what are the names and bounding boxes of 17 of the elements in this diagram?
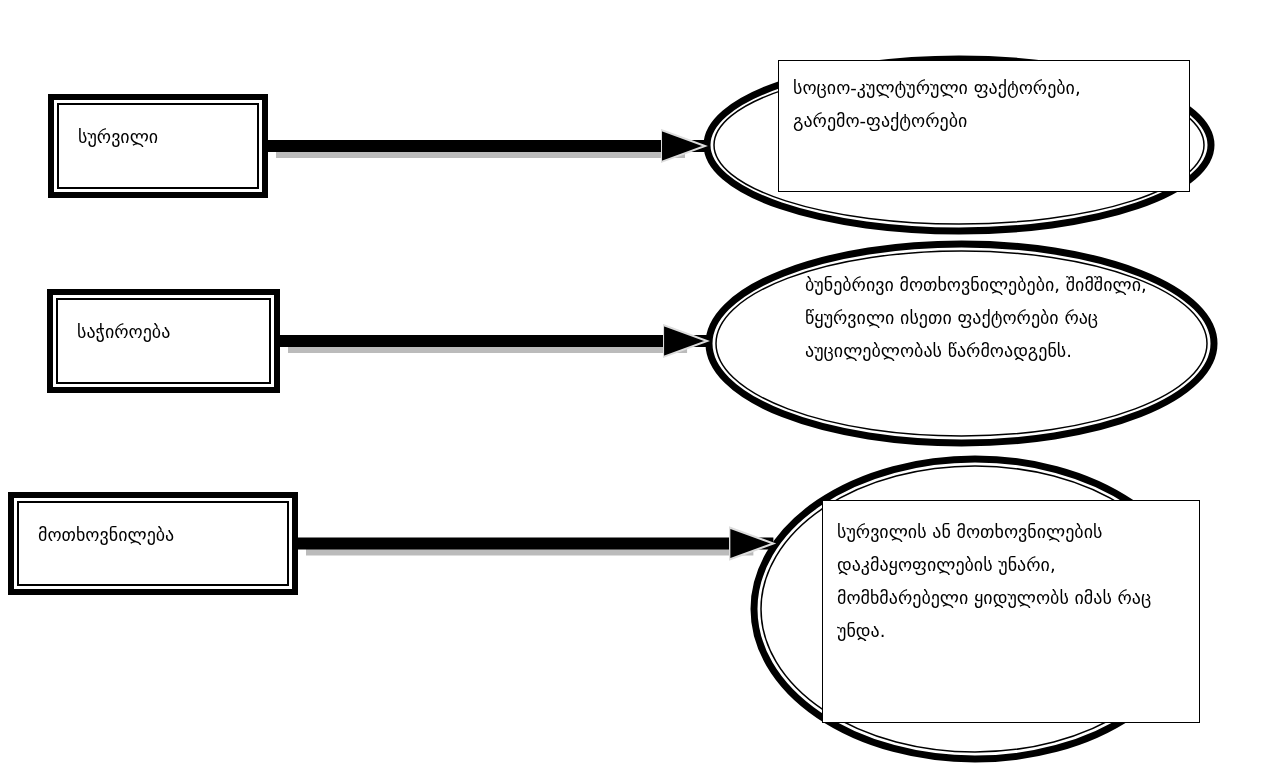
node-text: სოციო-კულტურული ფაქტორები, გარემო-ფაქტორები: [793, 76, 1082, 133]
double-border-box: [8, 492, 298, 595]
node-text: მოთხოვნილება: [38, 523, 175, 547]
ellipse-shape: [705, 240, 1218, 447]
block-arrow: [280, 324, 709, 358]
double-border-box: [48, 94, 268, 198]
node-text: სურვილის ან მოთხოვნილების დაკმაყოფილების უნარი, მომხმარებელი ყიდულობს იმას რაც უნდა.: [837, 520, 1153, 643]
block-arrow: [298, 526, 775, 561]
block-arrow: [268, 129, 706, 163]
double-border-box: [47, 289, 280, 393]
ellipse-shape: [703, 55, 1215, 235]
ellipse-shape: [750, 455, 1200, 763]
text-box: [822, 500, 1200, 723]
node-text: საჭიროება: [77, 320, 171, 344]
text-box: [778, 60, 1190, 192]
node-text: ბუნებრივი მოთხოვნილებები, შიმშილი, წყურვილი ისეთი ფაქტორები რაც აუცილებლობას წარმოადგენს.: [805, 273, 1148, 363]
node-text: სურვილი: [78, 125, 159, 149]
